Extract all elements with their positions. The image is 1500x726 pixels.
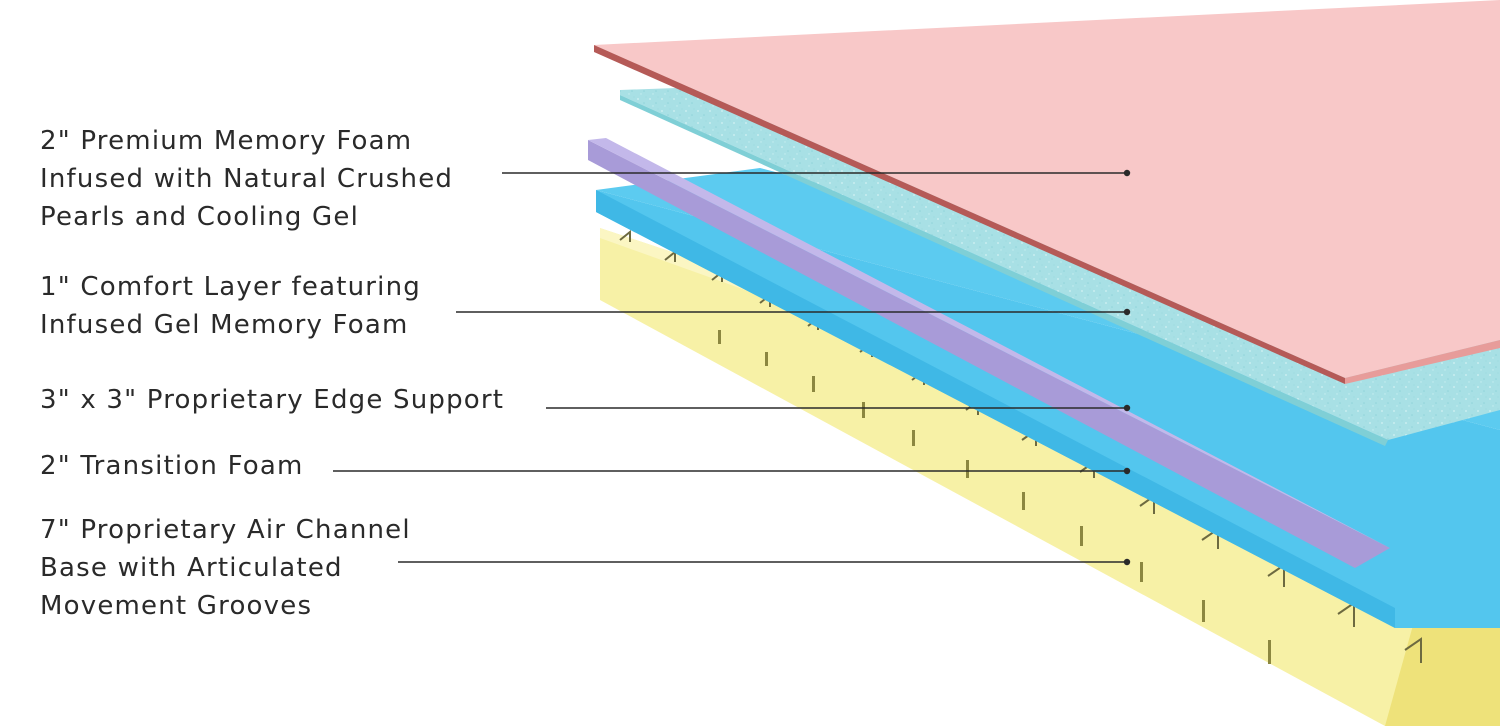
label-comfort-layer: 1" Comfort Layer featuring Infused Gel M… xyxy=(40,272,421,340)
edge-support-layer xyxy=(588,138,1390,568)
leader-dot-comfort xyxy=(1123,308,1131,316)
leader-dot-edge xyxy=(1123,404,1131,412)
leader-dot-premium xyxy=(1123,169,1131,177)
label-air-channel-base: 7" Proprietary Air Channel Base with Art… xyxy=(40,515,411,621)
air-channel-slots xyxy=(718,330,1271,664)
leader-dot-transition xyxy=(1123,467,1131,475)
leader-lines xyxy=(333,169,1131,566)
label-edge-support: 3" x 3" Proprietary Edge Support xyxy=(40,385,505,415)
premium-foam-layer xyxy=(594,0,1500,384)
leader-dot-base xyxy=(1123,558,1131,566)
label-premium-memory-foam: 2" Premium Memory Foam Infused with Natu… xyxy=(40,126,454,232)
label-transition-foam: 2" Transition Foam xyxy=(40,451,304,481)
